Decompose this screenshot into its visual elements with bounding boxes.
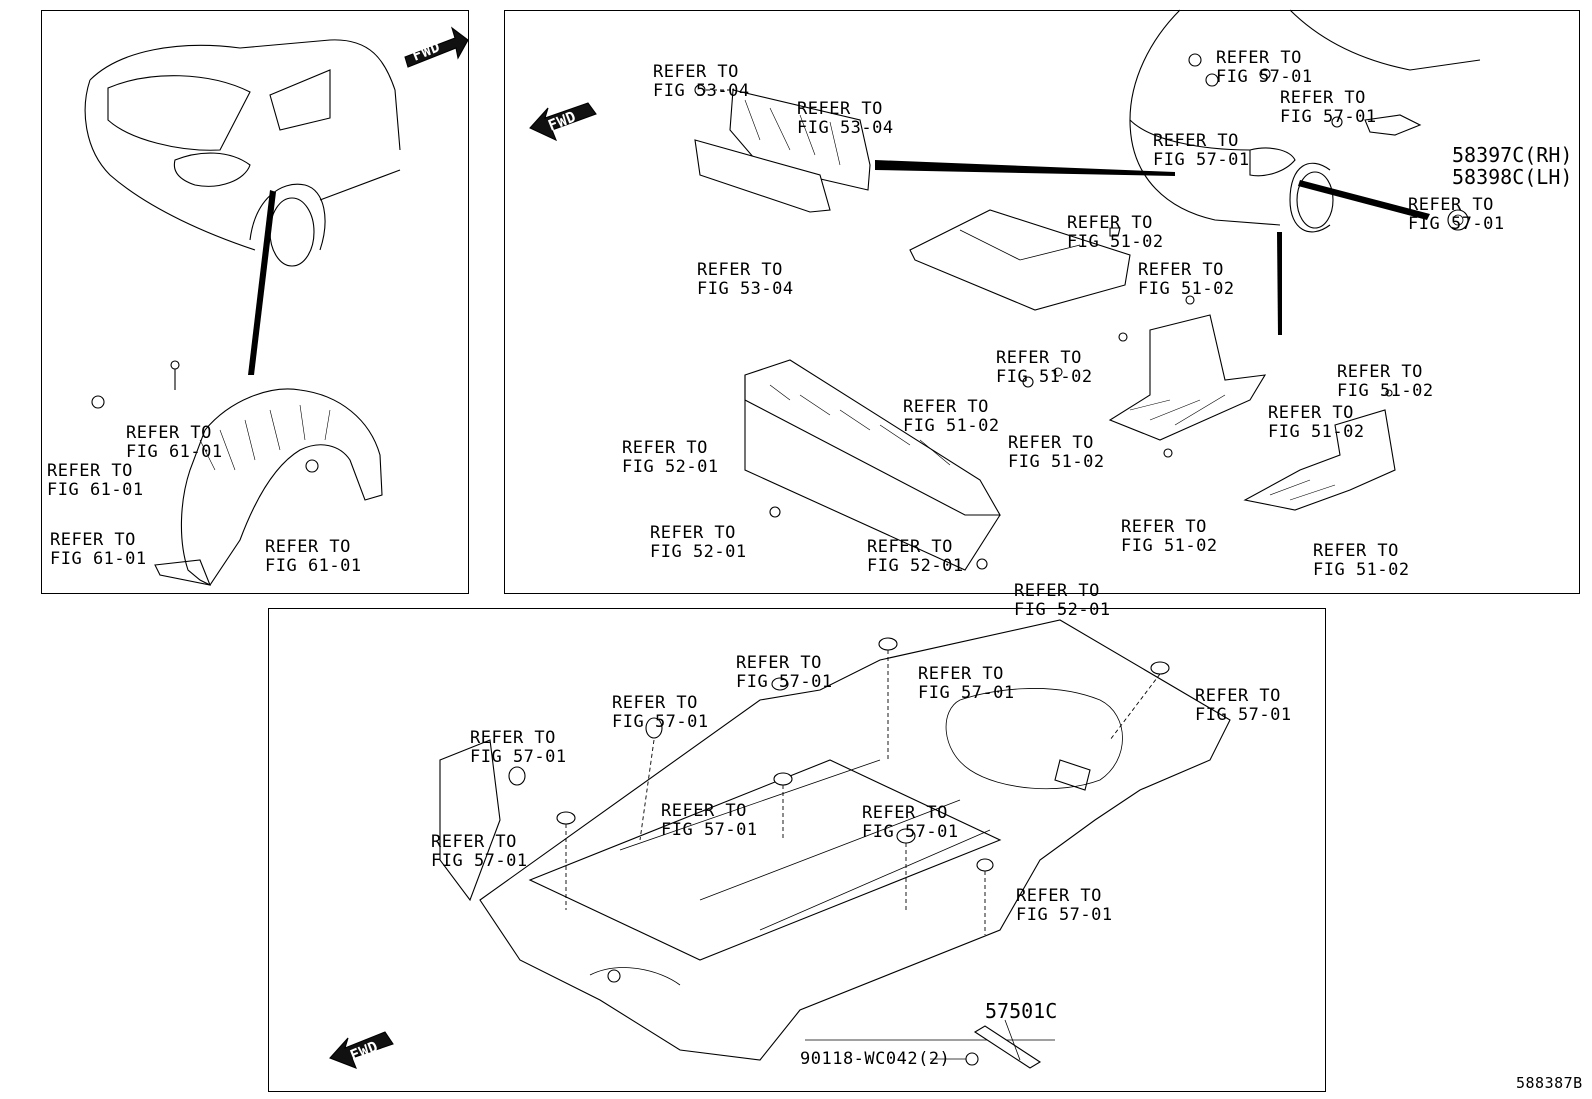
part-number-90118-wc042: 90118-WC042(2)	[800, 1049, 951, 1069]
leader-wedge-cover	[1277, 232, 1282, 335]
leader-wedge-grommet	[1298, 180, 1430, 220]
side-under-cover-rh	[1243, 409, 1396, 511]
fasteners-right-panel	[769, 53, 1469, 570]
bumper-reinforcement-bracket	[694, 84, 871, 213]
fender-liner	[91, 360, 383, 586]
panel-front-fender-liner	[41, 10, 469, 594]
skid-plate-57501c	[930, 1019, 1042, 1069]
fwd-arrow-bottom-panel	[329, 1031, 394, 1069]
part-number-58397c-58398c: 58397C(RH)58398C(LH)	[1452, 143, 1573, 189]
car-front-right-outline	[1129, 9, 1481, 233]
part-number-57501c: 57501C	[985, 999, 1058, 1023]
panel-floor-undercover	[268, 608, 1326, 1092]
panel-front-bumper-covers	[504, 10, 1580, 594]
engine-under-cover	[909, 209, 1131, 311]
floor-grommets	[508, 637, 1170, 935]
front-bumper-lower-cover	[744, 359, 1001, 571]
floor-undercover-assembly	[439, 619, 1231, 1061]
fwd-arrow-left-panel	[404, 26, 469, 68]
diagram-code: 588387B	[1516, 1074, 1583, 1092]
fwd-arrow-right-panel	[529, 102, 597, 142]
side-under-cover-lh	[1108, 314, 1267, 441]
leader-wedge-bracket	[875, 160, 1175, 176]
leader-wedge-fender	[248, 190, 276, 375]
car-front-left-outline	[84, 39, 401, 267]
